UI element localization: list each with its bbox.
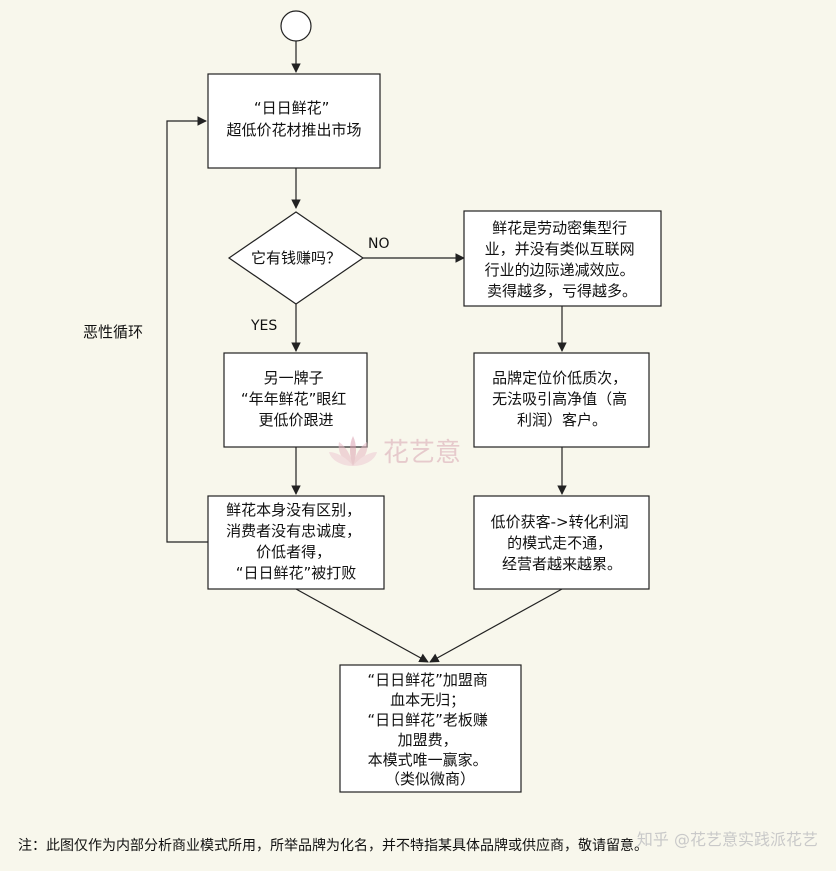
no-label: NO — [368, 236, 390, 252]
no-branch-line-4: 卖得越多，亏得越多。 — [487, 282, 637, 300]
competitor-box — [223, 352, 368, 448]
footnote: 注：此图仅作为内部分析商业模式所用，所举品牌为化名，并不特指某具体品牌或供应商，… — [18, 838, 648, 854]
outcome-line-2: 血本无归； — [390, 691, 465, 709]
positioning-line-2: 无法吸引高净值（高 — [492, 390, 627, 408]
loop-label: 恶性循环 — [83, 323, 143, 341]
no-difference-line-2: 消费者没有忠诚度， — [226, 522, 361, 540]
svg-text:鲜花是劳动密集型行 业，并没有类似互联网 行: 鲜花是劳动密集型行 业，并没有类似互联网 行业的边际递减效应。 卖得越多，亏得越… — [485, 219, 640, 300]
svg-text:“日日鲜花”加盟商 血本无归； “日日鲜花”: “日日鲜花”加盟商 血本无归； “日日鲜花”老板赚 加盟费， 本模式唯一赢家。 … — [367, 671, 492, 788]
outcome-line-1: “日日鲜花”加盟商 — [367, 671, 488, 689]
svg-text:品牌定位价低质次， 无法吸引高净值（高 利润: 品牌定位价低质次， 无法吸引高净值（高 利润）客户。 — [492, 369, 632, 429]
start-node — [280, 10, 312, 42]
svg-text:另一牌子 “年年鲜花”眼红 更低价跟进: 另一牌子 “年年鲜花”眼红 更低价跟进 — [241, 369, 351, 429]
competitor-line-1: 另一牌子 — [264, 369, 324, 387]
svg-text:鲜花本身没有区别， 消费者没有忠诚度， 价低: 鲜花本身没有区别， 消费者没有忠诚度， 价低者得， “日日鲜花”被打败 — [226, 501, 366, 582]
outcome-box — [339, 664, 522, 793]
no-branch-line-2: 业，并没有类似互联网 — [485, 240, 635, 258]
yes-label: YES — [250, 318, 277, 334]
positioning-line-3: 利润）客户。 — [517, 411, 607, 429]
positioning-box — [473, 352, 650, 448]
no-difference-box — [207, 495, 385, 590]
svg-text:“日日鲜花” 超低价花材推出市场: “日日鲜花” 超低价花材推出市场 — [226, 99, 361, 139]
lotus-icon — [329, 436, 377, 466]
model-fail-line-1: 低价获客->转化利润 — [491, 513, 629, 531]
launch-line-2: 超低价花材推出市场 — [226, 121, 361, 139]
decision-text: 它有钱赚吗？ — [251, 249, 341, 267]
no-branch-box — [463, 210, 662, 307]
no-branch-line-1: 鲜花是劳动密集型行 — [492, 219, 627, 237]
edge-modelfail-outcome — [429, 588, 563, 663]
positioning-line-1: 品牌定位价低质次， — [492, 369, 627, 387]
logo-text: 花艺意 — [383, 438, 462, 468]
outcome-line-5: 本模式唯一赢家。 — [368, 751, 488, 769]
edge-loop-back — [166, 116, 208, 543]
svg-text:它有钱赚吗？: 它有钱赚吗？ — [251, 249, 341, 267]
no-difference-line-3: 价低者得， — [256, 543, 331, 561]
model-fail-line-2: 的模式走不通， — [507, 534, 612, 552]
no-difference-line-4: “日日鲜花”被打败 — [236, 564, 357, 582]
outcome-line-4: 加盟费， — [398, 731, 458, 749]
no-difference-line-1: 鲜花本身没有区别， — [226, 501, 361, 519]
brand-logo: 花艺意 — [325, 432, 515, 472]
outcome-line-6: （类似微商） — [385, 770, 475, 788]
outcome-line-3: “日日鲜花”老板赚 — [367, 711, 488, 729]
competitor-line-2: “年年鲜花”眼红 — [241, 390, 347, 408]
watermark: 知乎 @花艺意实践派花艺 — [636, 830, 818, 849]
no-branch-line-3: 行业的边际递减效应。 — [485, 261, 635, 279]
launch-box — [207, 73, 381, 169]
model-fail-line-3: 经营者越来越累。 — [502, 555, 622, 573]
launch-line-1: “日日鲜花” — [254, 99, 330, 117]
competitor-line-3: 更低价跟进 — [258, 411, 333, 429]
edge-nodiff-outcome — [295, 588, 429, 663]
svg-text:低价获客->转化利润 的模式走不通， 经营者: 低价获客->转化利润 的模式走不通， 经营者越来越累。 — [491, 513, 634, 573]
